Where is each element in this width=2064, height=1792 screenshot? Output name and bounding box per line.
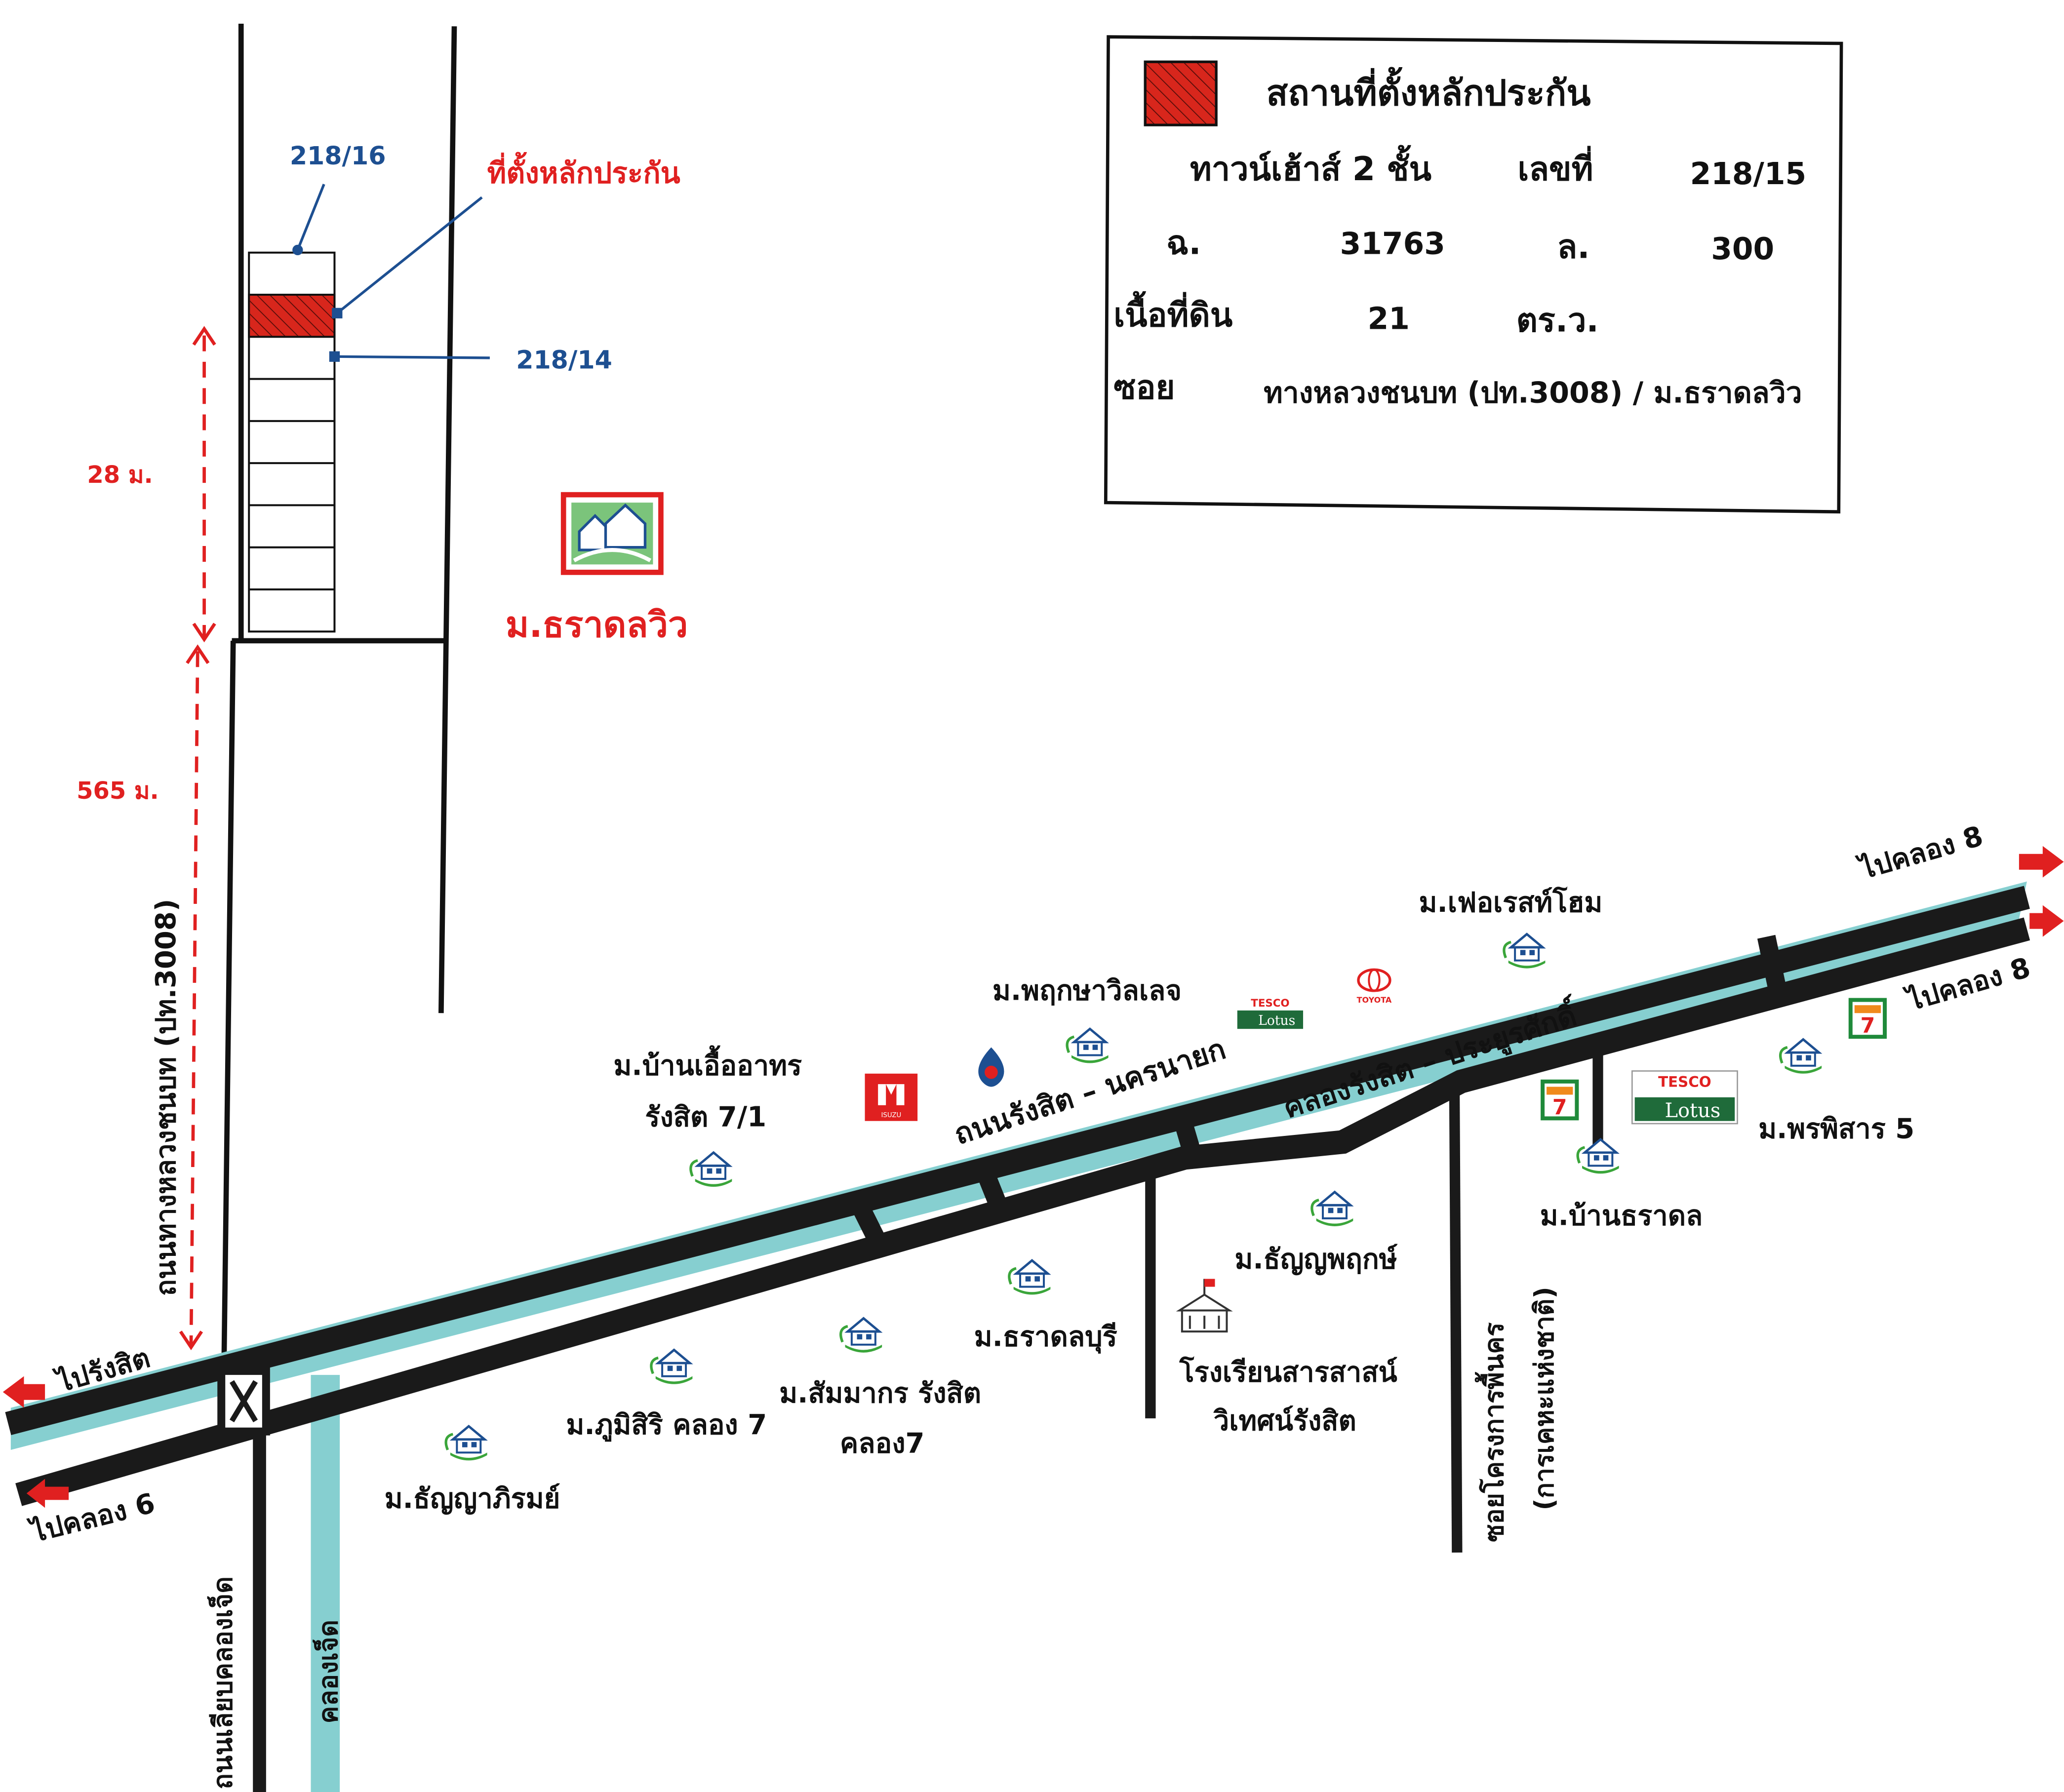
- legend-soi-key: ซอย: [1113, 368, 1175, 407]
- tesco-lotus-icon: TESCO Lotus: [1237, 997, 1304, 1029]
- forest-home-label: ม.เฟอเรสท์โฮม: [1419, 886, 1603, 919]
- svg-text:7: 7: [1552, 1095, 1567, 1120]
- svg-text:TOYOTA: TOYOTA: [1357, 995, 1392, 1005]
- thanyaphirom-label: ม.ธัญญาภิรมย์: [385, 1482, 560, 1515]
- house-icon: [1781, 1040, 1822, 1074]
- legend-soi-value: ทางหลวงชนบท (ปท.3008) / ม.ธราดลวิว: [1264, 376, 1802, 410]
- rural-road: [221, 23, 457, 1368]
- baan-tharadol-label: ม.บ้านธราดล: [1540, 1200, 1703, 1232]
- soi-project: [1449, 1092, 1463, 1553]
- to-klong8-top: ไปคลอง 8: [1854, 819, 1986, 886]
- label-218-14: 218/14: [516, 345, 612, 374]
- label-218-16: 218/16: [290, 141, 386, 170]
- isuzu-icon: ISUZU: [865, 1073, 918, 1121]
- baan-eua-label-2: รังสิต 7/1: [645, 1101, 766, 1133]
- legend-area-unit: ตร.ว.: [1516, 301, 1599, 340]
- arrow-right-icon: [2029, 905, 2064, 937]
- village-logo-icon: [560, 492, 664, 575]
- legend-box: สถานที่ตั้งหลักประกัน ทาวน์เฮ้าส์ 2 ชั้น…: [1104, 35, 1843, 514]
- legend-title: สถานที่ตั้งหลักประกัน: [1266, 67, 1590, 114]
- seven-eleven-icon: 7: [1541, 1079, 1579, 1121]
- house-icon: [1067, 1029, 1109, 1063]
- pornpisarn-label: ม.พรพิสาร 5: [1758, 1113, 1914, 1145]
- canal-jet-label: คลองเจ็ด: [313, 1620, 344, 1723]
- phumsiri-label: ม.ภูมิสิริ คลอง 7: [566, 1409, 767, 1442]
- canal-jet-road-label: ถนนเลียบคลองเจ็ด: [207, 1576, 238, 1789]
- house-icon: [1312, 1192, 1353, 1226]
- school-label-1: โรงเรียนสารสาสน์: [1179, 1356, 1398, 1388]
- sammakorn-label-1: ม.สัมมากร รังสิต: [779, 1377, 981, 1409]
- legend-type: ทาวน์เฮ้าส์ 2 ชั้น: [1190, 145, 1431, 188]
- arrow-right-icon: [2019, 846, 2064, 878]
- house-icon: [691, 1153, 732, 1187]
- thanya-pruk-label: ม.ธัญญพฤกษ์: [1234, 1243, 1398, 1275]
- legend-number-value: 218/15: [1690, 156, 1807, 192]
- legend-area-value: 21: [1368, 301, 1410, 336]
- svg-text:Lotus: Lotus: [1665, 1099, 1720, 1122]
- seven-eleven-icon: 7: [1848, 998, 1887, 1039]
- arrow-left-icon: [26, 1479, 69, 1508]
- legend-deed-key: ฉ.: [1166, 223, 1201, 262]
- townhouse-row: [248, 184, 490, 633]
- distance-565: 565 ม.: [77, 777, 159, 805]
- house-icon: [1504, 934, 1546, 968]
- tesco-lotus-icon: TESCO Lotus: [1631, 1070, 1738, 1125]
- pruksa-village-label: ม.พฤกษาวิลเลจ: [992, 975, 1182, 1007]
- legend-land-value: 300: [1711, 232, 1774, 267]
- legend-land-key: ล.: [1557, 227, 1589, 266]
- tharadol-buri-label: ม.ธราดลบุรี: [974, 1321, 1117, 1354]
- distance-marker-28: [192, 326, 216, 643]
- toyota-icon: TOYOTA: [1357, 968, 1392, 1005]
- label-collateral: ที่ตั้งหลักประกัน: [487, 152, 680, 190]
- house-icon: [651, 1350, 693, 1384]
- svg-text:TESCO: TESCO: [1251, 997, 1289, 1010]
- legend-number-key: เลขที่: [1517, 146, 1593, 188]
- baan-eua-label-1: ม.บ้านเอื้ออาทร: [613, 1045, 802, 1082]
- canal-jet: [311, 1375, 340, 1792]
- collateral-swatch: [1144, 60, 1218, 126]
- house-icon: [1009, 1260, 1051, 1294]
- house-icon: [446, 1426, 487, 1460]
- svg-text:7: 7: [1861, 1013, 1875, 1038]
- svg-text:ISUZU: ISUZU: [881, 1112, 901, 1119]
- soi-project-label: ซอยโครงการพื้นคร: [1474, 1322, 1509, 1542]
- legend-deed-value: 31763: [1340, 226, 1445, 261]
- interchange: [217, 1367, 270, 1436]
- house-icon: [841, 1319, 882, 1353]
- house-icon: [1578, 1139, 1619, 1173]
- svg-text:Lotus: Lotus: [1258, 1013, 1295, 1028]
- main-road: [5, 881, 2030, 1506]
- rural-road-label: ถนนทางหลวงชนบท (ปท.3008): [150, 899, 182, 1296]
- tharadol-view-label: ม.ธราดลวิว: [506, 604, 688, 645]
- legend-area-key: เนื้อที่ดิน: [1113, 291, 1232, 334]
- svg-text:TESCO: TESCO: [1658, 1073, 1711, 1090]
- collateral-plot: [248, 294, 336, 338]
- distance-28: 28 ม.: [87, 461, 153, 489]
- soi-project-sub-label: (การเคหะแห่งชาติ): [1529, 1286, 1559, 1510]
- gas-station-icon: [978, 1047, 1004, 1087]
- distance-marker-565: [179, 644, 210, 1351]
- school-icon: [1176, 1279, 1233, 1333]
- sammakorn-label-2: คลอง7: [840, 1427, 925, 1459]
- school-label-2: วิเทศน์รังสิต: [1213, 1405, 1356, 1437]
